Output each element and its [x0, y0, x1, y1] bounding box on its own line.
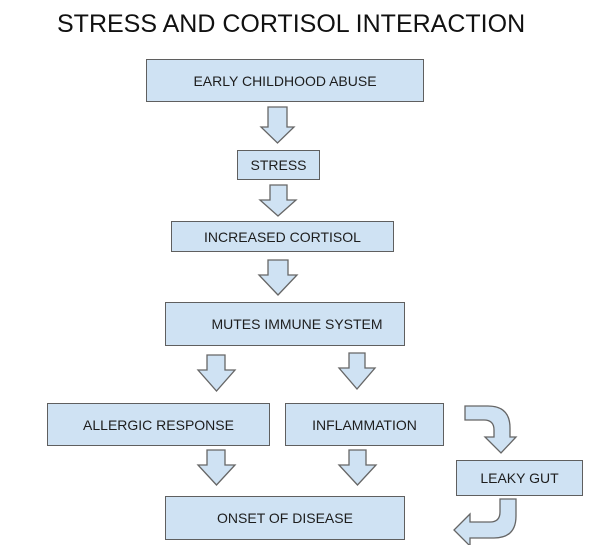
diagram-title: STRESS AND CORTISOL INTERACTION	[57, 10, 526, 38]
node-label: MUTES IMMUNE SYSTEM	[211, 316, 383, 332]
node-leaky-gut: LEAKY GUT	[456, 460, 583, 496]
arrow-immune-to-inflammation	[337, 352, 377, 390]
arrow-stress-to-cortisol	[258, 184, 298, 217]
arrow-inflammation-to-onset	[337, 449, 378, 486]
arrow-allergic-to-onset	[196, 449, 237, 486]
arrow-abuse-to-stress	[259, 106, 296, 144]
node-label: LEAKY GUT	[480, 470, 559, 486]
curved-arrow-inflammation-to-leaky-gut	[464, 405, 518, 454]
node-label: INCREASED CORTISOL	[204, 228, 361, 245]
node-label: EARLY CHILDHOOD ABUSE	[193, 72, 377, 89]
node-stress: STRESS	[237, 150, 320, 180]
node-onset-of-disease: ONSET OF DISEASE	[165, 496, 405, 540]
node-early-childhood-abuse: EARLY CHILDHOOD ABUSE	[146, 59, 424, 102]
arrow-cortisol-to-immune	[257, 259, 299, 296]
arrow-immune-to-allergic	[196, 354, 237, 392]
node-label: ALLERGIC RESPONSE	[83, 417, 234, 433]
node-label: STRESS	[250, 157, 307, 173]
node-label: ONSET OF DISEASE	[217, 510, 353, 526]
node-increased-cortisol: INCREASED CORTISOL	[171, 221, 394, 252]
node-inflammation: INFLAMMATION	[285, 403, 444, 446]
node-mutes-immune-system: MUTES IMMUNE SYSTEM	[165, 302, 405, 346]
node-label: INFLAMMATION	[312, 417, 417, 433]
curved-arrow-leaky-gut-to-onset	[453, 498, 517, 545]
node-allergic-response: ALLERGIC RESPONSE	[47, 403, 270, 446]
